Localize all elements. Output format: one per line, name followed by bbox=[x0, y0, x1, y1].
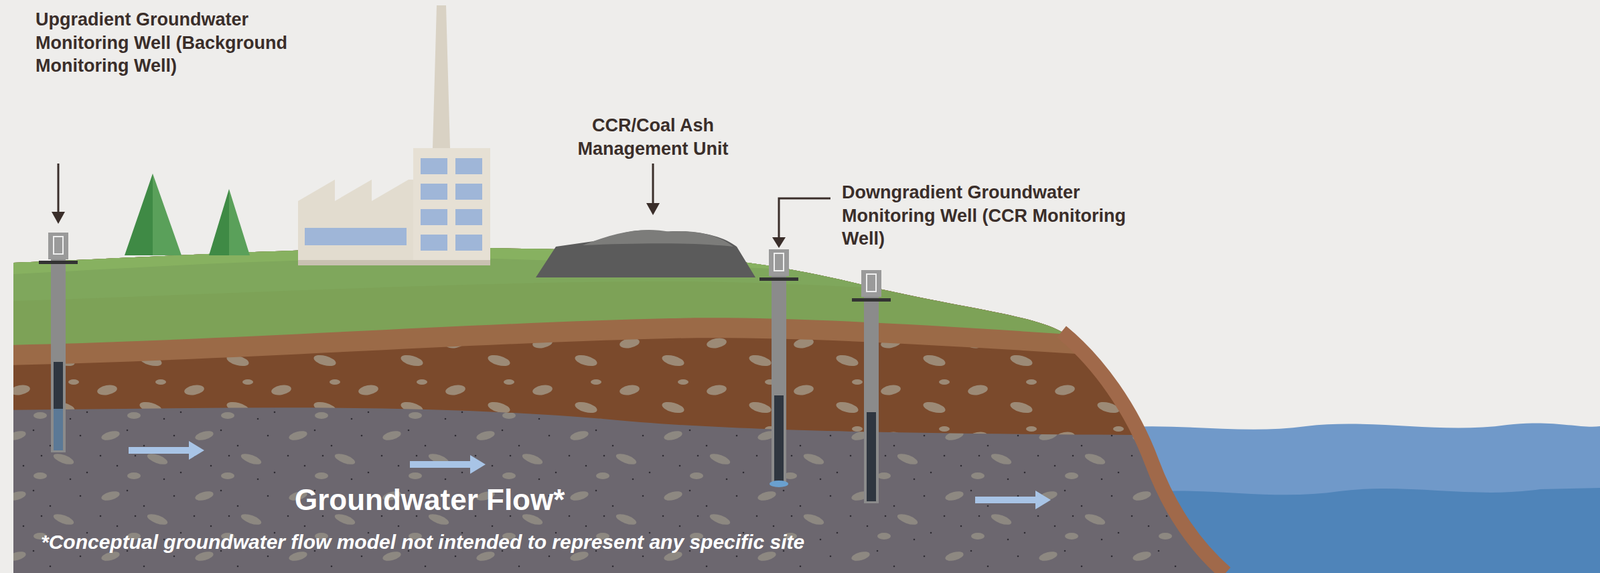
well-label: Upgradient Groundwater Monitoring Well (… bbox=[35, 8, 304, 78]
caption-note: *Conceptual groundwater flow model not i… bbox=[40, 529, 805, 555]
unit-label: CCR/Coal Ash Management Unit bbox=[562, 113, 744, 161]
flow-label: Groundwater Flow* bbox=[294, 480, 565, 519]
well-label: Downgradient Groundwater Monitoring Well… bbox=[841, 180, 1130, 251]
